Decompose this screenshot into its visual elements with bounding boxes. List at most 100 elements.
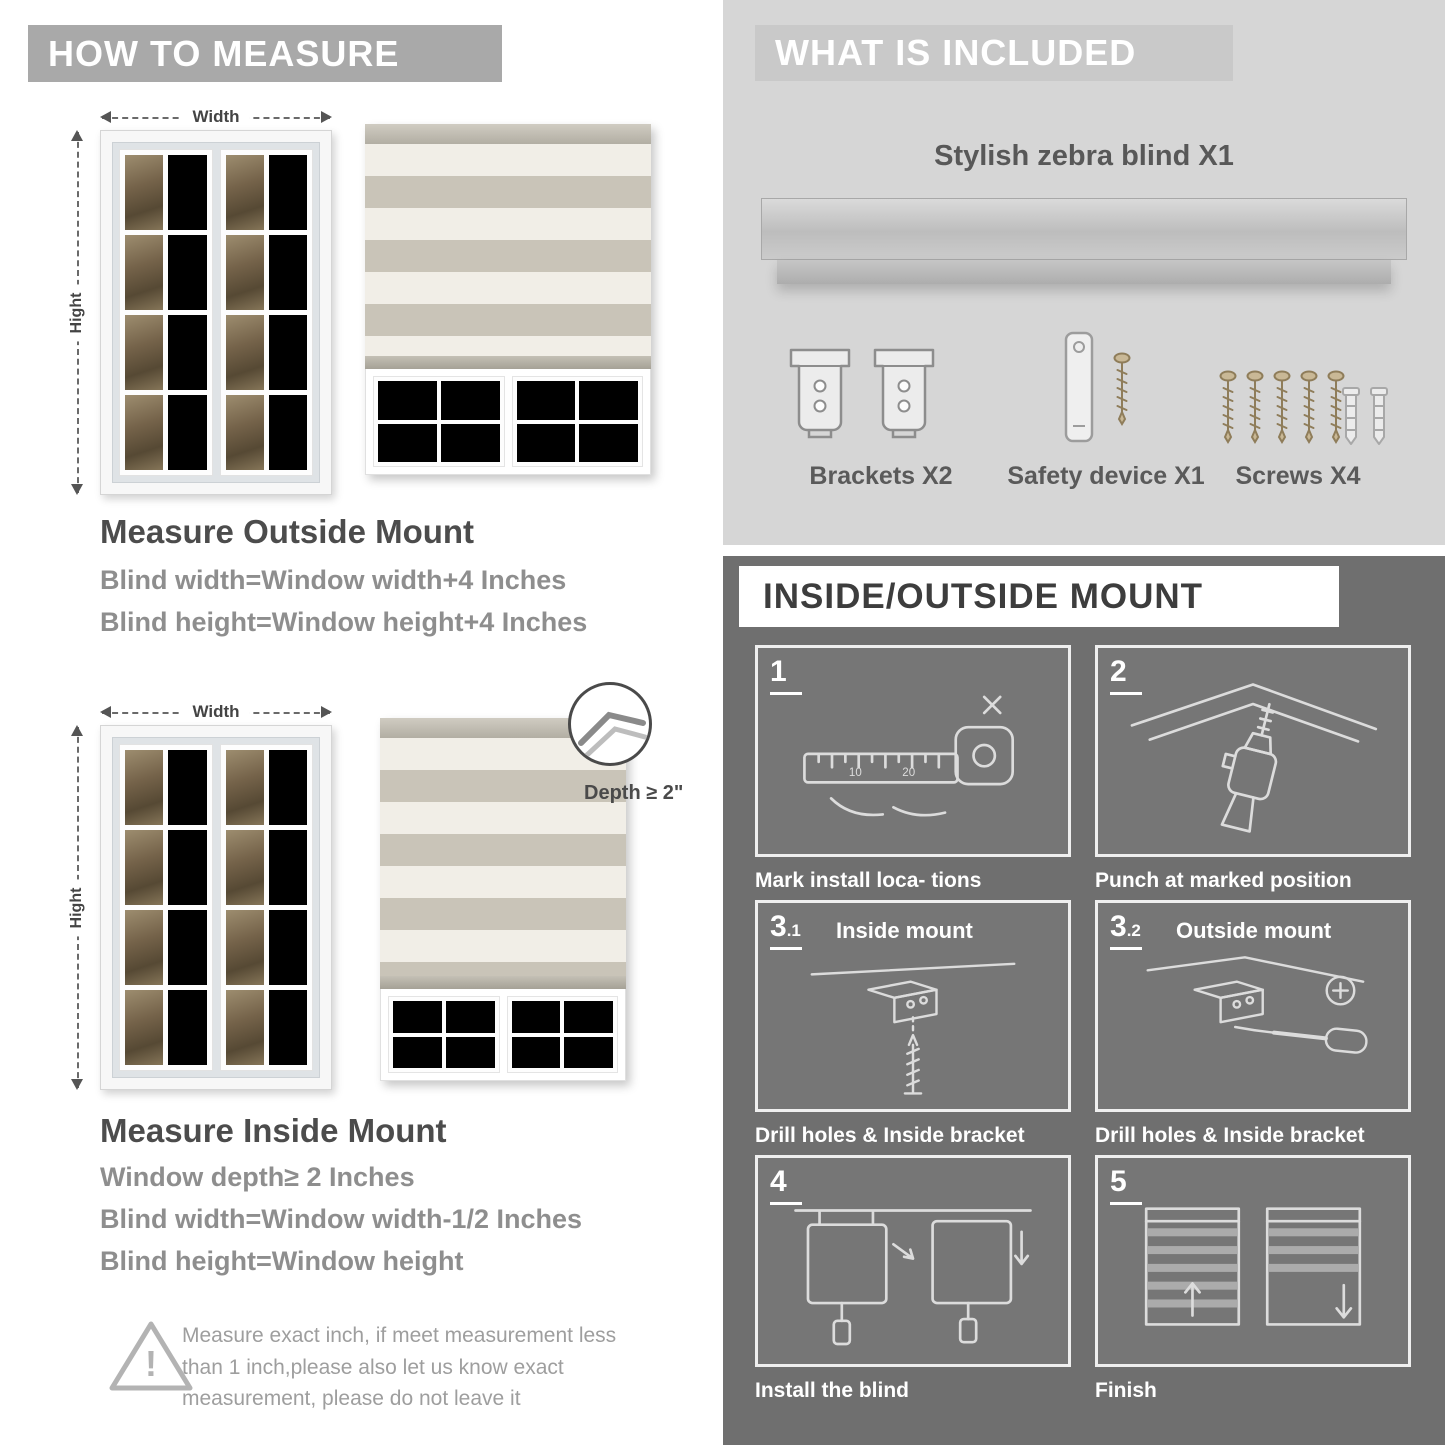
window-pane	[125, 235, 164, 310]
height-arrow: Hight	[66, 725, 88, 1090]
window-sash	[506, 996, 618, 1073]
window-pane	[225, 830, 264, 905]
window-pane	[225, 395, 264, 470]
window-pane	[445, 1036, 495, 1068]
zebra-blind-illustration-outside	[365, 124, 651, 475]
how-to-measure-header: HOW TO MEASURE	[28, 25, 502, 82]
mount-header: INSIDE/OUTSIDE MOUNT	[739, 566, 1339, 627]
wall-anchor-icon	[1370, 387, 1388, 445]
window-pane	[268, 990, 307, 1065]
blind-stripes	[380, 738, 626, 976]
measuring-tape-icon: 10 20	[803, 695, 1015, 817]
window-sash	[119, 149, 213, 476]
outside-mount-title: Measure Outside Mount	[100, 513, 475, 550]
blind-bottom-rail	[365, 356, 651, 369]
screws-label: Screws X4	[1235, 462, 1361, 490]
window-pane	[225, 155, 264, 230]
arrow-left-icon	[100, 706, 111, 718]
svg-text:20: 20	[902, 767, 915, 779]
warning-triangle-icon: !	[109, 1321, 193, 1391]
blind-bottom-rail	[380, 976, 626, 989]
safety-device-label: Safety device X1	[1007, 462, 1205, 490]
bracket-icon	[873, 348, 935, 439]
step-3-1-illustration: 3.1 Inside mount	[755, 900, 1071, 1112]
brackets-illustration	[787, 344, 937, 440]
step-5-illustration: 5	[1095, 1155, 1411, 1367]
outside-formula-height: Blind height=Window height+4 Inches	[100, 607, 588, 637]
arrow-down-icon	[71, 1079, 83, 1090]
screws-illustration	[1219, 370, 1345, 444]
outside-bracket-screwdriver-icon	[1146, 955, 1368, 1054]
install-blind-icon	[794, 1209, 1032, 1346]
blind-cassette	[365, 124, 651, 144]
step-caption: Drill holes & Inside bracket	[755, 1124, 1025, 1147]
window-pane	[125, 910, 164, 985]
width-label: Width	[182, 107, 250, 127]
screw-icon	[1246, 370, 1264, 443]
step-2-illustration: 2	[1095, 645, 1411, 857]
window-pane	[393, 1036, 442, 1068]
arrow-up-icon	[71, 725, 83, 736]
blind-cassette-product	[761, 198, 1407, 260]
window-pane	[378, 423, 437, 462]
inside-formula-height: Blind height=Window height	[100, 1246, 464, 1276]
arrow-down-icon	[71, 484, 83, 495]
step-1-illustration: 1 10 20	[755, 645, 1071, 857]
window-pane	[225, 235, 264, 310]
what-is-included-header: WHAT IS INCLUDED	[755, 25, 1233, 81]
blind-cassette-underside	[777, 260, 1391, 284]
window-pane	[225, 750, 264, 825]
window-pane	[168, 155, 207, 230]
width-label: Width	[182, 702, 250, 722]
step-3-1: 3.1 Inside mount Drill holes & Inside br…	[755, 900, 1071, 1148]
window-illustration-inside	[100, 725, 332, 1090]
screw-icon	[1219, 370, 1237, 443]
step-3-2-illustration: 3.2 Outside mount	[1095, 900, 1411, 1112]
height-arrow: Hight	[66, 130, 88, 495]
depth-callout-icon	[568, 682, 652, 766]
mount-instructions-section: INSIDE/OUTSIDE MOUNT 1 10 20	[723, 556, 1445, 1445]
window-sash	[511, 376, 643, 467]
window-pane	[168, 750, 207, 825]
step-caption: Finish	[1095, 1379, 1157, 1402]
step-number: 4	[770, 1167, 802, 1205]
measurement-warning: Measure exact inch, if meet measurement …	[182, 1324, 617, 1410]
step-number: 3.2	[1110, 912, 1142, 950]
svg-text:10: 10	[849, 767, 862, 779]
step-caption: Drill holes & Inside bracket	[1095, 1124, 1365, 1147]
window-pane	[579, 381, 638, 420]
window-pane	[168, 990, 207, 1065]
window-pane	[168, 910, 207, 985]
step-4-illustration: 4	[755, 1155, 1071, 1367]
anchors-illustration	[1341, 386, 1389, 448]
wall-anchor-icon	[1342, 387, 1360, 445]
step-number: 1	[770, 657, 802, 695]
window-pane	[125, 990, 164, 1065]
arrow-right-icon	[321, 706, 332, 718]
window-sash	[119, 744, 213, 1071]
window-pane	[268, 235, 307, 310]
window-pane	[168, 395, 207, 470]
window-pane	[125, 395, 164, 470]
brackets-label: Brackets X2	[809, 462, 953, 490]
step-number: 3.1	[770, 912, 802, 950]
window-pane	[225, 990, 264, 1065]
what-is-included-section: WHAT IS INCLUDED Stylish zebra blind X1	[723, 0, 1445, 545]
window-pane	[268, 910, 307, 985]
window-sash	[219, 744, 313, 1071]
window-below-blind	[380, 989, 626, 1081]
product-label: Stylish zebra blind X1	[934, 140, 1234, 172]
step-inner-label: Inside mount	[836, 918, 973, 943]
window-pane	[225, 315, 264, 390]
drill-icon	[1130, 683, 1378, 834]
step-2: 2	[1095, 645, 1411, 893]
window-pane	[511, 1036, 561, 1068]
step-3-2: 3.2 Outside mount Drill holes & In	[1095, 900, 1411, 1148]
step-4: 4 Install the blind	[755, 1155, 1071, 1403]
window-sash	[219, 149, 313, 476]
window-pane	[393, 1001, 442, 1033]
screw-icon	[1113, 352, 1131, 425]
window-pane	[125, 315, 164, 390]
window-pane	[564, 1001, 613, 1033]
